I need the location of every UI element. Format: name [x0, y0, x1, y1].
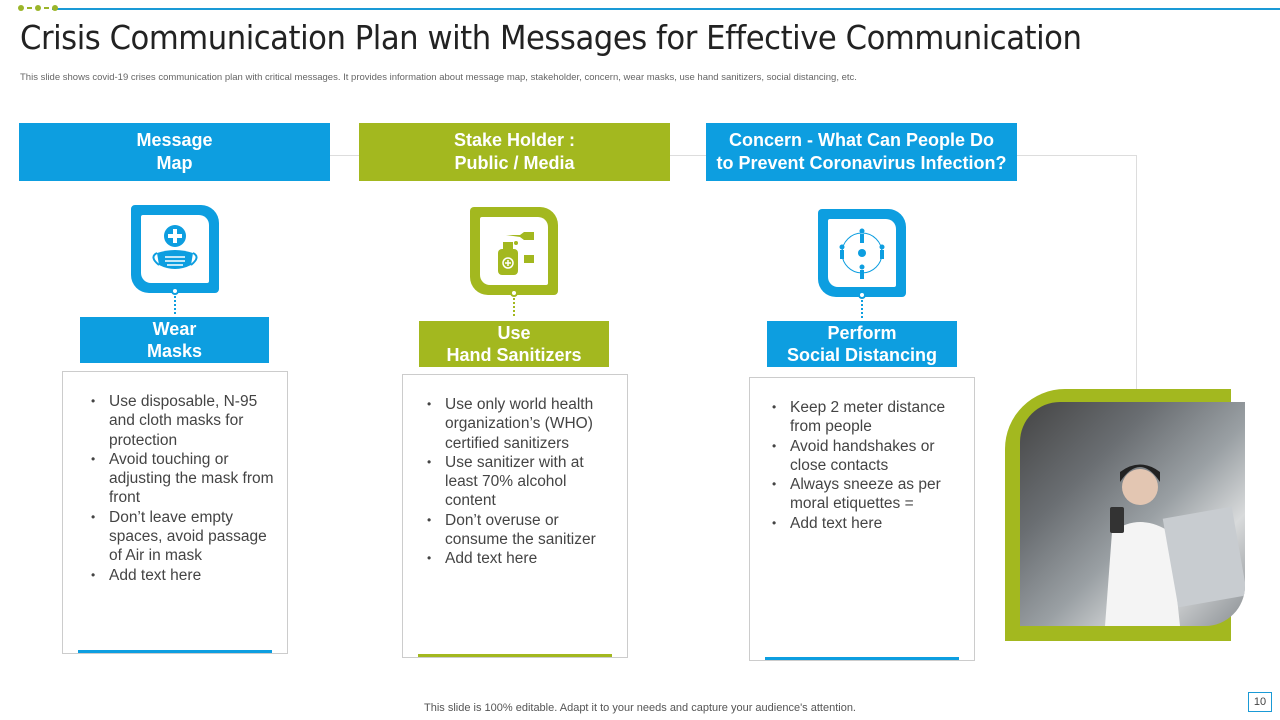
bullet: Add text here: [87, 566, 277, 586]
page-title: Crisis Communication Plan with Messages …: [20, 18, 1082, 57]
logo-dots: [18, 5, 58, 11]
bullet: Don’t overuse or consume the sanitizer: [423, 511, 617, 550]
social-distancing-icon: [818, 209, 906, 297]
connector-pin: [510, 289, 518, 297]
bullet: Add text here: [768, 514, 964, 534]
card-wear-masks: Use disposable, N-95 and cloth masks for…: [62, 371, 288, 654]
connector: [670, 155, 706, 156]
bullet: Use disposable, N-95 and cloth masks for…: [87, 392, 277, 450]
bullet: Avoid handshakes or close contacts: [768, 437, 964, 476]
card-social-distancing: Keep 2 meter distance from peopleAvoid h…: [749, 377, 975, 661]
connector-pin: [858, 291, 866, 299]
photo-woman-with-phone: [1020, 402, 1245, 626]
page-subtitle: This slide shows covid-19 crises communi…: [20, 72, 857, 83]
bullet: Use sanitizer with at least 70% alcohol …: [423, 453, 617, 511]
connector: [330, 155, 360, 156]
card-accent: [765, 657, 959, 660]
connector-dots: [174, 296, 176, 314]
hand-sanitizer-icon: [470, 207, 558, 295]
bullet: Use only world health organization’s (WH…: [423, 395, 617, 453]
connector: [1136, 155, 1137, 390]
bullet: Avoid touching or adjusting the mask fro…: [87, 450, 277, 508]
connector-dots: [513, 298, 515, 316]
connector: [1017, 155, 1137, 156]
footer-note: This slide is 100% editable. Adapt it to…: [424, 702, 856, 714]
page-number: 10: [1248, 692, 1272, 712]
card-accent: [78, 650, 272, 653]
bullet: Don’t leave empty spaces, avoid passage …: [87, 508, 277, 566]
top-rule: [52, 8, 1280, 10]
bullet: Add text here: [423, 549, 617, 569]
card-hand-sanitizers: Use only world health organization’s (WH…: [402, 374, 628, 658]
bullet: Always sneeze as per moral etiquettes =: [768, 475, 964, 514]
header-stakeholder: Stake Holder :Public / Media: [359, 123, 670, 181]
connector-pin: [171, 287, 179, 295]
bullet: Keep 2 meter distance from people: [768, 398, 964, 437]
connector-dots: [861, 300, 863, 318]
card-accent: [418, 654, 612, 657]
face-mask-icon: [131, 205, 219, 293]
